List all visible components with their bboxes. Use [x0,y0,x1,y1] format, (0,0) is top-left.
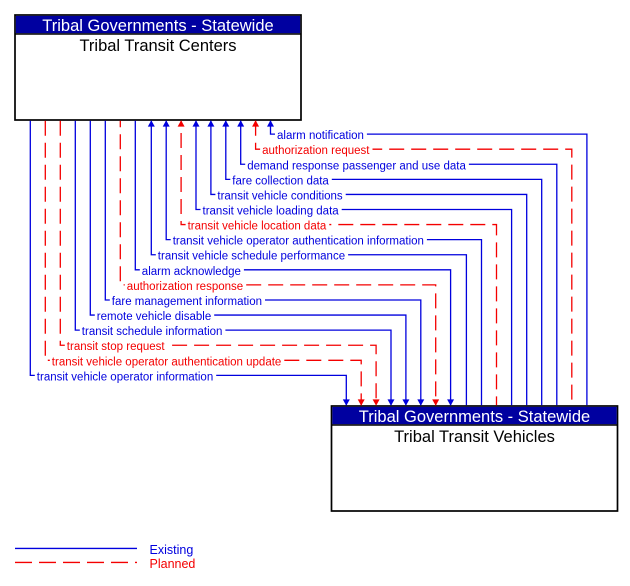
svg-text:fare collection data: fare collection data [232,175,329,187]
svg-text:transit vehicle schedule perfo: transit vehicle schedule performance [158,251,345,263]
svg-text:Planned: Planned [150,557,196,571]
svg-text:alarm notification: alarm notification [277,130,364,142]
svg-text:transit schedule information: transit schedule information [82,326,223,338]
svg-text:remote vehicle disable: remote vehicle disable [97,311,211,323]
svg-text:transit vehicle loading data: transit vehicle loading data [203,206,340,218]
svg-text:fare management information: fare management information [112,296,262,308]
svg-text:Tribal Transit Vehicles: Tribal Transit Vehicles [394,428,555,446]
svg-text:transit vehicle operator authe: transit vehicle operator authentication … [52,356,282,368]
svg-text:transit vehicle conditions: transit vehicle conditions [217,190,343,202]
svg-text:Tribal Governments - Statewide: Tribal Governments - Statewide [42,17,273,35]
svg-text:transit vehicle location data: transit vehicle location data [188,221,327,233]
svg-text:authorization response: authorization response [127,281,243,293]
svg-text:authorization request: authorization request [262,145,370,157]
svg-text:Tribal Governments - Statewide: Tribal Governments - Statewide [359,408,590,426]
svg-text:transit vehicle operator authe: transit vehicle operator authentication … [173,236,424,248]
svg-text:transit vehicle operator infor: transit vehicle operator information [37,371,213,383]
svg-text:Existing: Existing [150,543,194,557]
svg-text:transit stop request: transit stop request [67,341,166,353]
svg-text:demand response passenger and: demand response passenger and use data [247,160,466,172]
svg-text:Tribal Transit Centers: Tribal Transit Centers [79,37,236,55]
svg-text:alarm acknowledge: alarm acknowledge [142,266,241,278]
